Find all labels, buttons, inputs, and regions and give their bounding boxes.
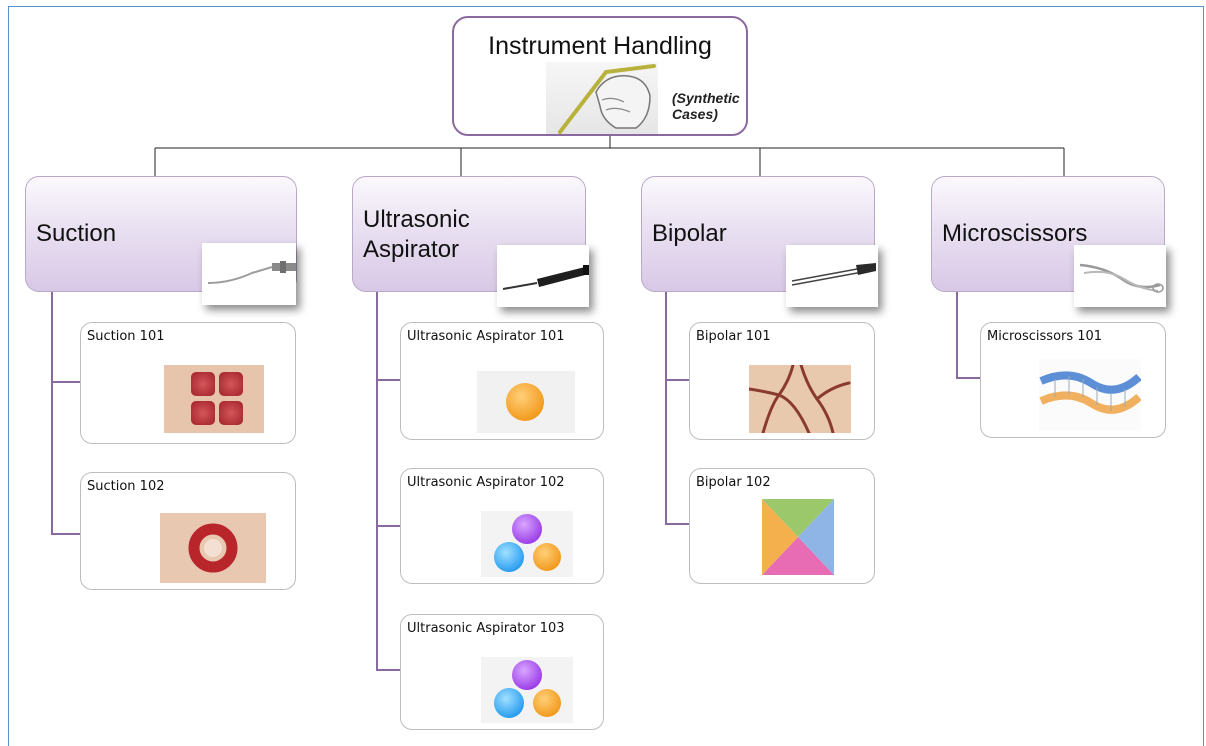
- orange-sphere-icon: [477, 371, 575, 433]
- case-label: Ultrasonic Aspirator 102: [407, 475, 565, 490]
- case-suction-101[interactable]: Suction 101: [80, 322, 296, 444]
- microscissors-icon: [1074, 245, 1166, 307]
- three-spheres-icon: [481, 511, 573, 577]
- category-suction[interactable]: Suction: [25, 176, 297, 305]
- category-label: Microscissors: [942, 220, 1088, 247]
- case-label: Ultrasonic Aspirator 103: [407, 621, 565, 636]
- case-label: Ultrasonic Aspirator 101: [407, 329, 565, 344]
- four-red-squares-icon: [164, 365, 264, 433]
- ultrasonic-aspirator-handpiece-icon: [497, 245, 589, 307]
- case-bipolar-102[interactable]: Bipolar 102: [689, 468, 875, 584]
- case-ultrasonic-aspirator-101[interactable]: Ultrasonic Aspirator 101: [400, 322, 604, 440]
- case-label: Bipolar 101: [696, 329, 771, 344]
- case-label: Suction 101: [87, 329, 165, 344]
- root-title: Instrument Handling: [488, 32, 712, 60]
- three-spheres-icon: [481, 657, 573, 723]
- case-suction-102[interactable]: Suction 102: [80, 472, 296, 590]
- case-label: Bipolar 102: [696, 475, 771, 490]
- category-microscissors[interactable]: Microscissors: [931, 176, 1166, 307]
- category-label: Suction: [36, 220, 117, 247]
- category-label: Bipolar: [652, 220, 727, 247]
- red-ring-icon: [160, 513, 266, 583]
- case-ultrasonic-aspirator-102[interactable]: Ultrasonic Aspirator 102: [400, 468, 604, 584]
- root-node: Instrument Handling (Synthetic Cases): [452, 16, 748, 136]
- category-label: Ultrasonic Aspirator: [363, 206, 470, 263]
- case-ultrasonic-aspirator-103[interactable]: Ultrasonic Aspirator 103: [400, 614, 604, 730]
- hand-holding-instrument-icon: [546, 62, 658, 134]
- suction-tube-icon: [202, 243, 296, 305]
- colored-triangles-square-icon: [762, 499, 834, 575]
- category-ultrasonic-aspirator[interactable]: Ultrasonic Aspirator: [352, 176, 589, 307]
- membrane-layers-icon: [1039, 359, 1141, 431]
- bipolar-forceps-icon: [786, 245, 878, 307]
- case-label: Microscissors 101: [987, 329, 1103, 344]
- category-bipolar[interactable]: Bipolar: [641, 176, 878, 307]
- vessels-icon: [749, 365, 851, 433]
- case-microscissors-101[interactable]: Microscissors 101: [980, 322, 1166, 438]
- case-label: Suction 102: [87, 479, 165, 494]
- diagram-frame: [8, 6, 1204, 746]
- root-subtitle: (Synthetic Cases): [672, 90, 740, 122]
- case-bipolar-101[interactable]: Bipolar 101: [689, 322, 875, 440]
